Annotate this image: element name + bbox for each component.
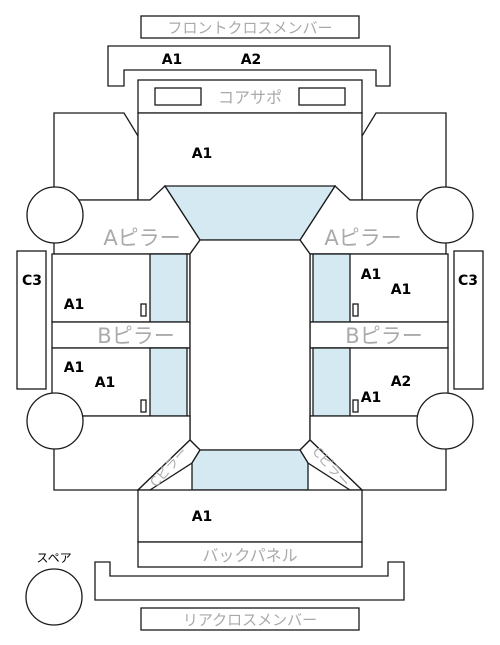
left-front-handle bbox=[140, 303, 147, 317]
right-front-handle bbox=[352, 303, 359, 317]
left-front-window bbox=[149, 253, 188, 323]
left-quarter-strip bbox=[16, 250, 47, 390]
tire-rear-right bbox=[416, 392, 474, 450]
code-right-front-door-top: A1 bbox=[361, 267, 382, 283]
b-pillar-left-label: Bピラー bbox=[97, 324, 174, 348]
code-trunk: A1 bbox=[192, 509, 213, 525]
a-pillar-left-label: Aピラー bbox=[103, 226, 180, 250]
rear-cross-member: リアクロスメンバー bbox=[140, 607, 360, 631]
roof bbox=[189, 239, 311, 451]
back-panel bbox=[137, 541, 363, 568]
code-right-rear-door-top: A2 bbox=[391, 374, 412, 390]
rear-cross-member-label: リアクロスメンバー bbox=[183, 611, 317, 629]
left-rear-window bbox=[149, 347, 188, 417]
back-panel-label: バックパネル bbox=[202, 546, 297, 565]
front-cross-member: フロントクロスメンバー bbox=[140, 15, 360, 39]
a-pillar-right-label: Aピラー bbox=[324, 226, 401, 250]
right-rear-handle bbox=[352, 399, 359, 413]
tire-front-right bbox=[416, 186, 474, 244]
left-rear-handle bbox=[140, 399, 147, 413]
core-support-label: コアサポ bbox=[218, 88, 282, 107]
tire-front-left bbox=[26, 186, 84, 244]
left-front-fender bbox=[53, 112, 139, 201]
code-front-cross-right: A2 bbox=[241, 52, 262, 68]
core-support: コアサポ bbox=[137, 79, 363, 114]
code-left-rear-door-top: A1 bbox=[64, 360, 85, 376]
code-left-front-door: A1 bbox=[64, 297, 85, 313]
code-right-rear-door-bottom: A1 bbox=[361, 390, 382, 406]
b-pillar-right-label: Bピラー bbox=[345, 324, 422, 348]
headlamp-right bbox=[298, 87, 346, 106]
headlamp-left bbox=[154, 87, 202, 106]
code-left-rear-door-bottom: A1 bbox=[95, 375, 116, 391]
trunk-lid bbox=[137, 489, 363, 543]
code-front-cross-left: A1 bbox=[162, 52, 183, 68]
right-front-window bbox=[312, 253, 351, 323]
rear-window bbox=[191, 449, 309, 491]
tire-spare bbox=[25, 568, 83, 626]
front-cross-member-label: フロントクロスメンバー bbox=[167, 19, 332, 37]
right-rear-window bbox=[312, 347, 351, 417]
b-pillar-right bbox=[309, 321, 449, 349]
rear-bumper bbox=[94, 561, 405, 601]
tire-rear-left bbox=[26, 392, 84, 450]
code-right-front-door-bottom: A1 bbox=[391, 282, 412, 298]
spare-label: スペア bbox=[36, 551, 71, 565]
code-left-quarter: C3 bbox=[22, 273, 42, 289]
front-bumper bbox=[107, 45, 391, 87]
code-hood: A1 bbox=[192, 146, 213, 162]
b-pillar-left bbox=[51, 321, 191, 349]
right-front-fender bbox=[361, 112, 447, 201]
code-right-quarter: C3 bbox=[458, 273, 478, 289]
right-quarter-strip bbox=[453, 250, 484, 390]
